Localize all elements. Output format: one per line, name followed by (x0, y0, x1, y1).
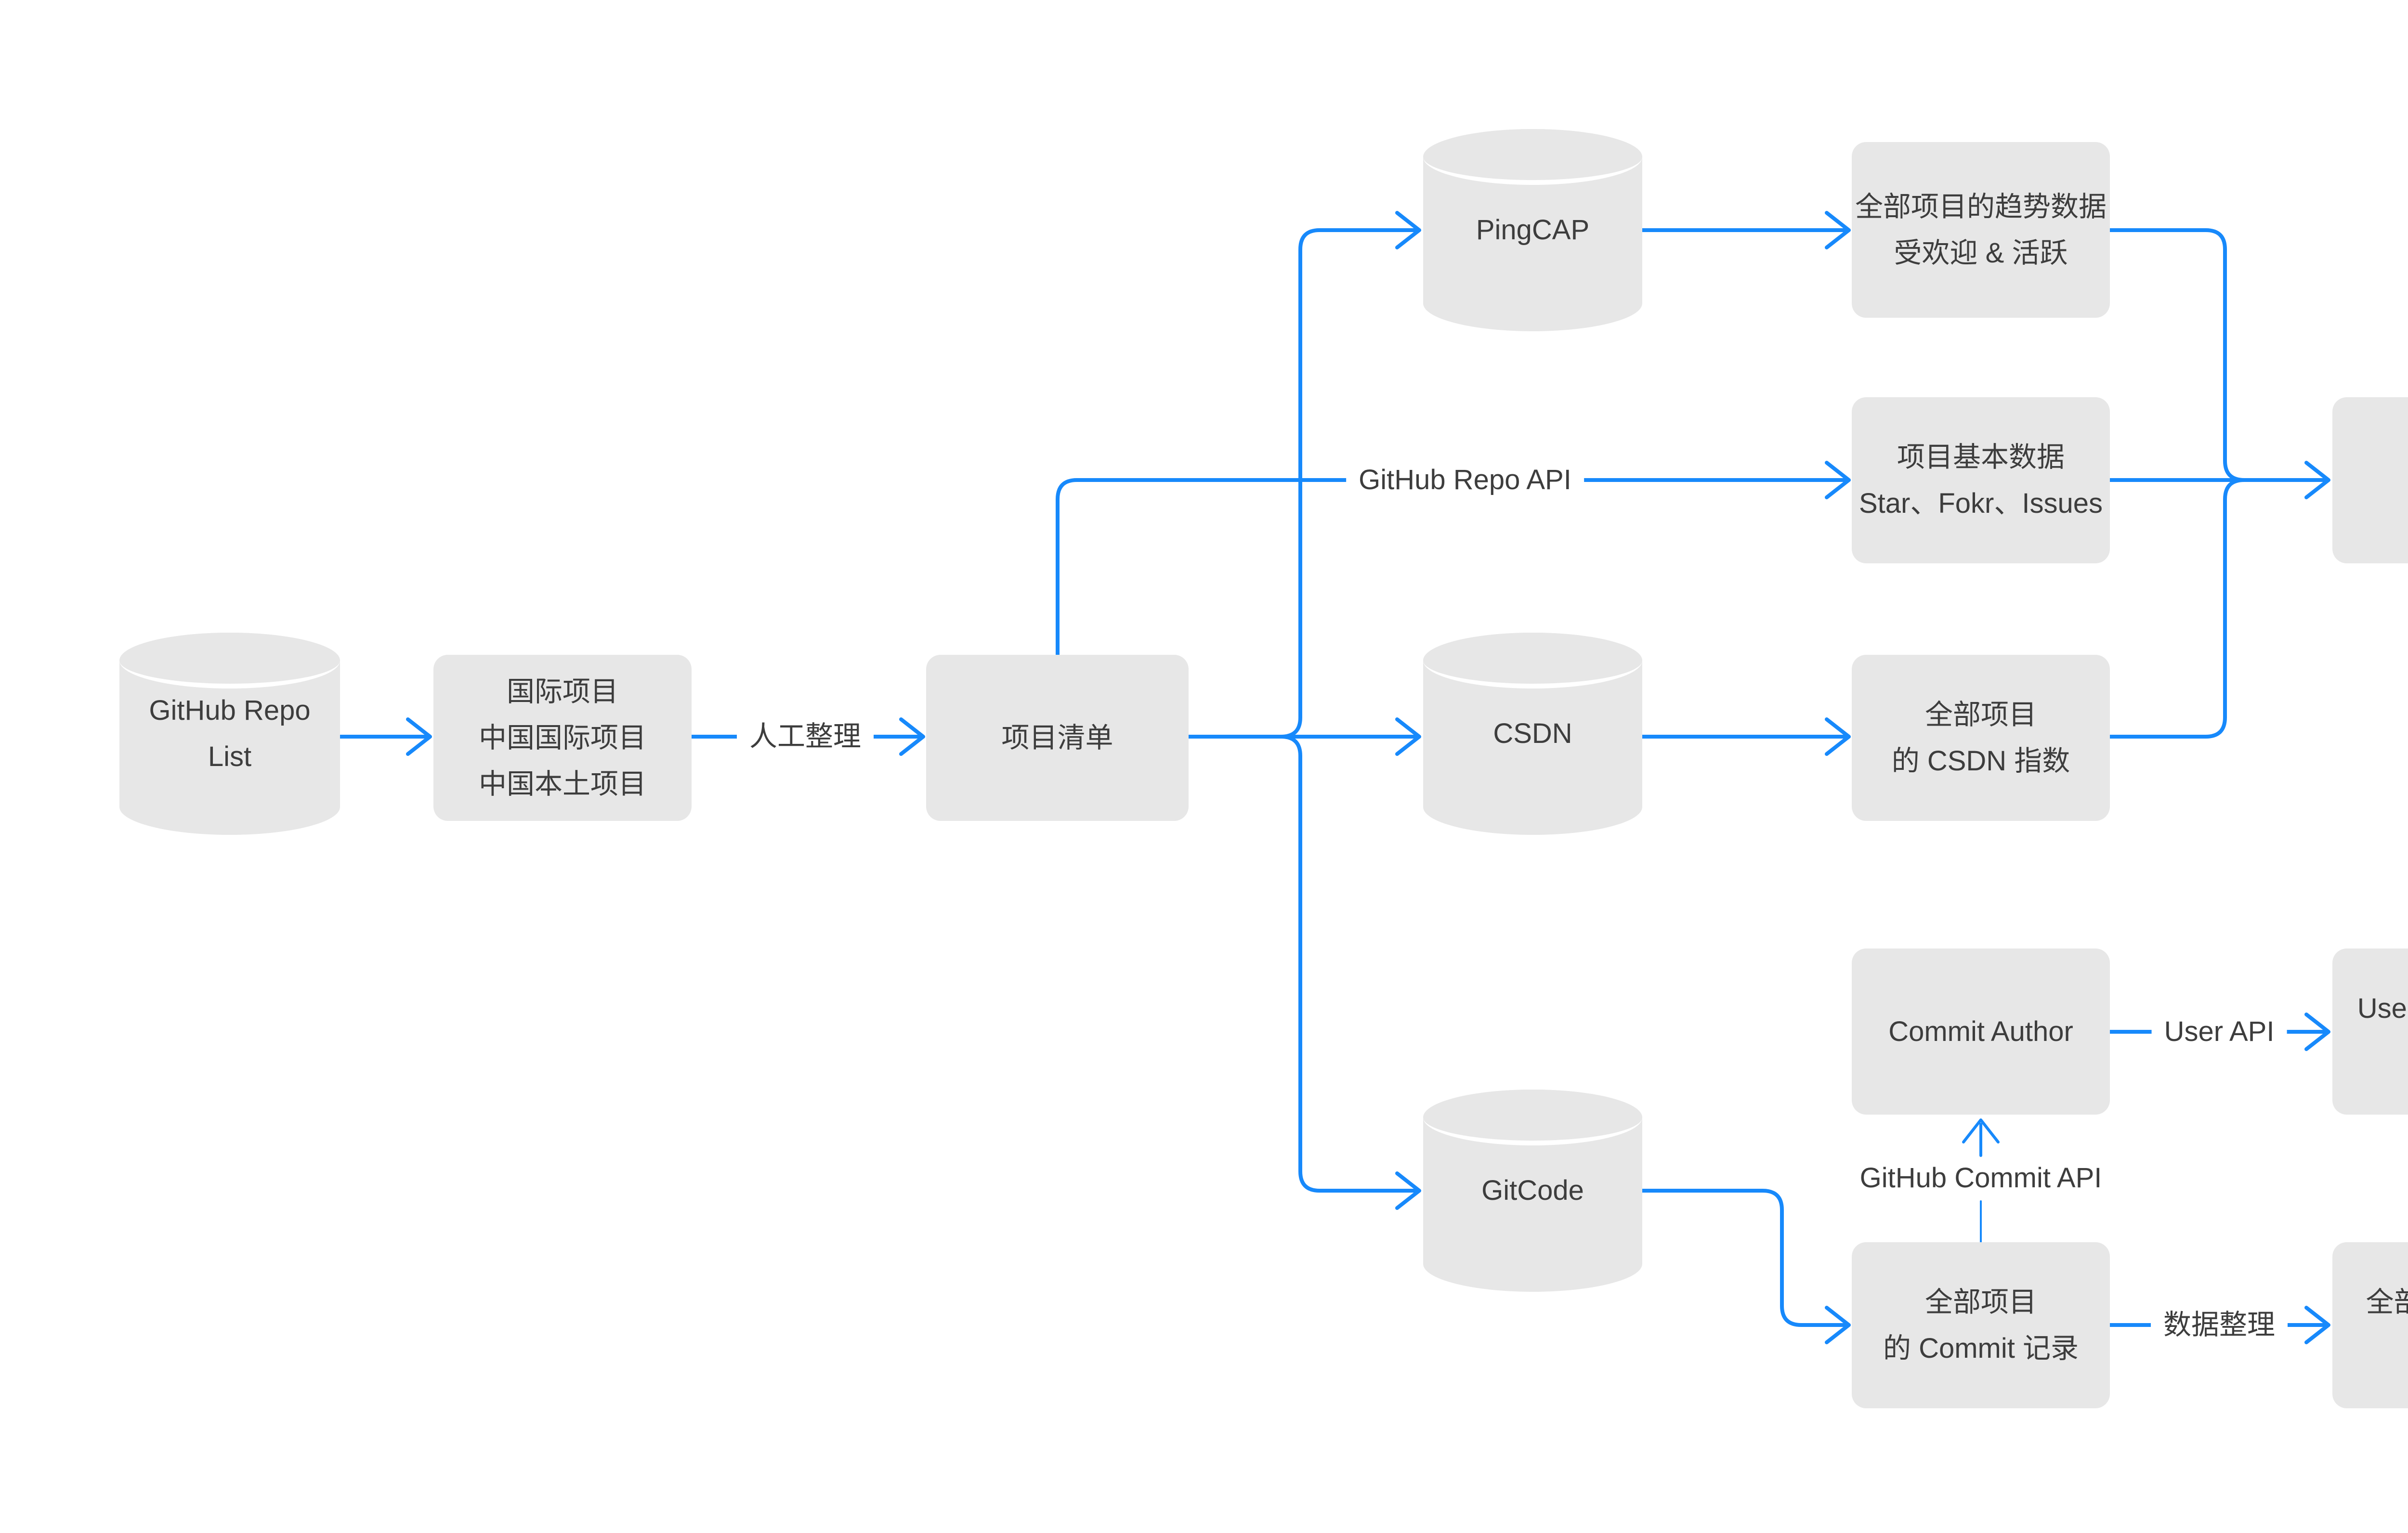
node-label-line: GitHub Repo (149, 695, 311, 726)
node-commit-records[interactable]: 全部项目 的 Commit 记录 (1852, 1242, 2110, 1408)
edge-pingcap-to-trend-arrow (1825, 211, 1851, 249)
edge-author-to-usercompany-arrow (2304, 1013, 2330, 1051)
node-pingcap[interactable]: PingCAP (1423, 129, 1642, 331)
node-label-line: 全部项目的趋势数据 (1855, 191, 2107, 222)
edge-projectlist-to-basicdata-arrow (1825, 461, 1851, 499)
node-label-line: User Company & (2357, 992, 2408, 1024)
node-basic-data[interactable]: 项目基本数据 Star、Fokr、Issues (1852, 397, 2110, 563)
node-label-line: 的 CSDN 指数 (1891, 745, 2070, 777)
node-csdn[interactable]: CSDN (1423, 633, 1642, 835)
edge-label-data-organize: 数据整理 (2150, 1304, 2288, 1346)
edge-gitcode-to-commits-arrow (1825, 1306, 1851, 1344)
node-label-line: 全部项目 (1924, 1286, 2037, 1318)
node-label-line: 的 Commit 记录 (1883, 1332, 2079, 1364)
node-trend-data[interactable]: 全部项目的趋势数据 受欢迎 & 活跃 (1852, 142, 2110, 318)
node-label-line: 全部 Commit 的 (2366, 1286, 2408, 1318)
node-project-sources[interactable]: 国际项目 中国国际项目 中国本土项目 (433, 655, 692, 821)
edge-index-to-merge (2108, 478, 2246, 739)
edge-commits-to-author-arrow (1962, 1118, 2000, 1143)
edge-projectlist-to-pingcap-arrow (1395, 211, 1421, 249)
node-project-list[interactable]: 项目清单 (926, 655, 1189, 821)
node-label-line: 全部项目 (1924, 699, 2037, 730)
node-label-line: 中国国际项目 (478, 722, 646, 754)
node-user-company-location[interactable]: User Company & Location (2332, 948, 2408, 1115)
edge-projectlist-to-gitcode (1279, 735, 1417, 1193)
node-label-line: 项目清单 (1001, 722, 1113, 754)
node-label-line: Star、Fokr、Issues (1859, 487, 2103, 519)
node-github-repo-list[interactable]: GitHub Repo List (119, 633, 340, 835)
node-label-line: List (208, 741, 252, 772)
edge-projectlist-to-csdn-arrow (1395, 717, 1421, 756)
edge-label-github-repo-api: GitHub Repo API (1346, 459, 1584, 501)
node-label-line: PingCAP (1476, 214, 1590, 246)
edge-basicdata-to-weighted-arrow (2304, 461, 2330, 499)
edge-label-github-commit-api: GitHub Commit API (1847, 1157, 2115, 1199)
node-label-line: Commit Author (1888, 1015, 2073, 1047)
edge-projectlist-to-gitcode-arrow (1395, 1171, 1421, 1210)
edge-label-user-api: User API (2151, 1011, 2287, 1052)
node-commit-author[interactable]: Commit Author (1852, 948, 2110, 1115)
node-commit-email-data[interactable]: 全部 Commit 的 邮箱数据 (2332, 1242, 2408, 1408)
node-label-line: 项目基本数据 (1897, 441, 2065, 473)
node-label-line: 中国本土项目 (478, 768, 646, 800)
node-label-line: 受欢迎 & 活跃 (1894, 237, 2068, 269)
edge-gitcode-to-commits (1640, 1189, 1846, 1327)
edge-label-manual-organize: 人工整理 (736, 716, 874, 757)
node-weighted-calc[interactable]: 加权计算 (2332, 397, 2408, 563)
node-csdn-index[interactable]: 全部项目 的 CSDN 指数 (1852, 655, 2110, 821)
edge-commits-to-emaildata-arrow (2304, 1306, 2330, 1344)
node-label-line: CSDN (1493, 718, 1572, 749)
edge-sources-to-projectlist-arrow (899, 717, 925, 756)
edge-trend-to-merge (2108, 228, 2246, 482)
node-label-line: GitCode (1481, 1175, 1584, 1206)
node-label-line: 国际项目 (506, 676, 618, 707)
node-gitcode[interactable]: GitCode (1423, 1090, 1642, 1292)
edge-csdn-to-index-arrow (1825, 717, 1851, 756)
edge-projectlist-to-pingcap (1279, 228, 1417, 739)
edge-repolist-to-sources-arrow (406, 717, 432, 756)
edge-projectlist-to-basicdata (1056, 478, 1846, 657)
